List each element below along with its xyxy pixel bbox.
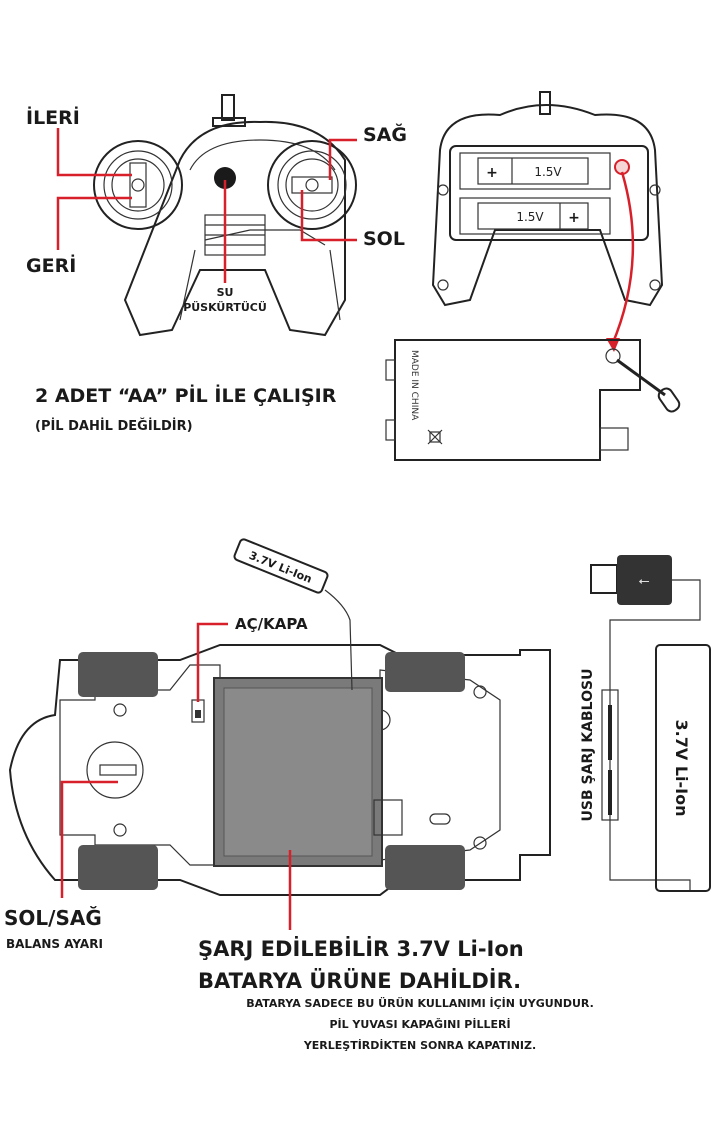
left-label: SOL [363, 228, 405, 250]
usb-plug-metal [590, 564, 618, 594]
note-line-3: YERLEŞTİRDİKTEN SONRA KAPATINIZ. [303, 1038, 536, 1052]
remote-back: + + 1.5V 1.5V [431, 91, 664, 352]
power-switch-label: AÇ/KAPA [235, 615, 308, 633]
usb-cable-label: USB ŞARJ KABLOSU [580, 669, 596, 822]
battery-plus-1: + [486, 165, 498, 181]
water-nozzle-icon [214, 167, 236, 189]
balance-title: SOL/SAĞ [4, 906, 102, 930]
svg-text:⭠: ⭠ [638, 573, 649, 589]
battery-voltage-2: 1.5V [516, 210, 544, 224]
forward-label: İLERİ [26, 105, 80, 129]
screw-icon [614, 159, 630, 175]
car-chassis [8, 644, 551, 896]
usb-icon [617, 555, 672, 605]
balance-subtitle: BALANS AYARI [6, 937, 103, 951]
right-label: SAĞ [363, 122, 407, 146]
screwdriver-icon [616, 358, 666, 397]
water-sprayer-label-1: SU [217, 286, 234, 299]
remote-front: İLERİ GERİ SAĞ SOL SU PÜSKÜRTÜCÜ [26, 94, 407, 337]
headline-1: ŞARJ EDİLEBİLİR 3.7V Li-Ion [198, 936, 524, 961]
battery-info-subtitle: (PİL DAHİL DEĞİLDİR) [35, 418, 193, 434]
battery-plus-2: + [568, 210, 580, 226]
note-line-2: PİL YUVASI KAPAĞINI PİLLERİ [329, 1017, 510, 1031]
note-line-1: BATARYA SADECE BU ÜRÜN KULLANIMI İÇİN UY… [246, 996, 594, 1010]
arrow-icon [606, 338, 620, 352]
usb-pack-label: 3.7V Li-Ion [672, 720, 691, 817]
headline-2: BATARYA ÜRÜNE DAHİLDİR. [198, 968, 521, 993]
made-in-china-text: MADE IN CHINA [409, 350, 419, 421]
back-label: GERİ [26, 253, 76, 277]
battery-voltage-1: 1.5V [534, 165, 562, 179]
battery-info-title: 2 ADET “AA” PİL İLE ÇALIŞIR [35, 383, 337, 407]
water-sprayer-label-2: PÜSKÜRTÜCÜ [183, 300, 267, 314]
balance-dial-icon [86, 741, 144, 799]
usb-cable: ⭠ 3.7V Li-Ion USB ŞARJ KABLOSU [580, 555, 711, 892]
battery-cover: MADE IN CHINA [385, 339, 681, 461]
wheel-front-left [78, 652, 465, 890]
